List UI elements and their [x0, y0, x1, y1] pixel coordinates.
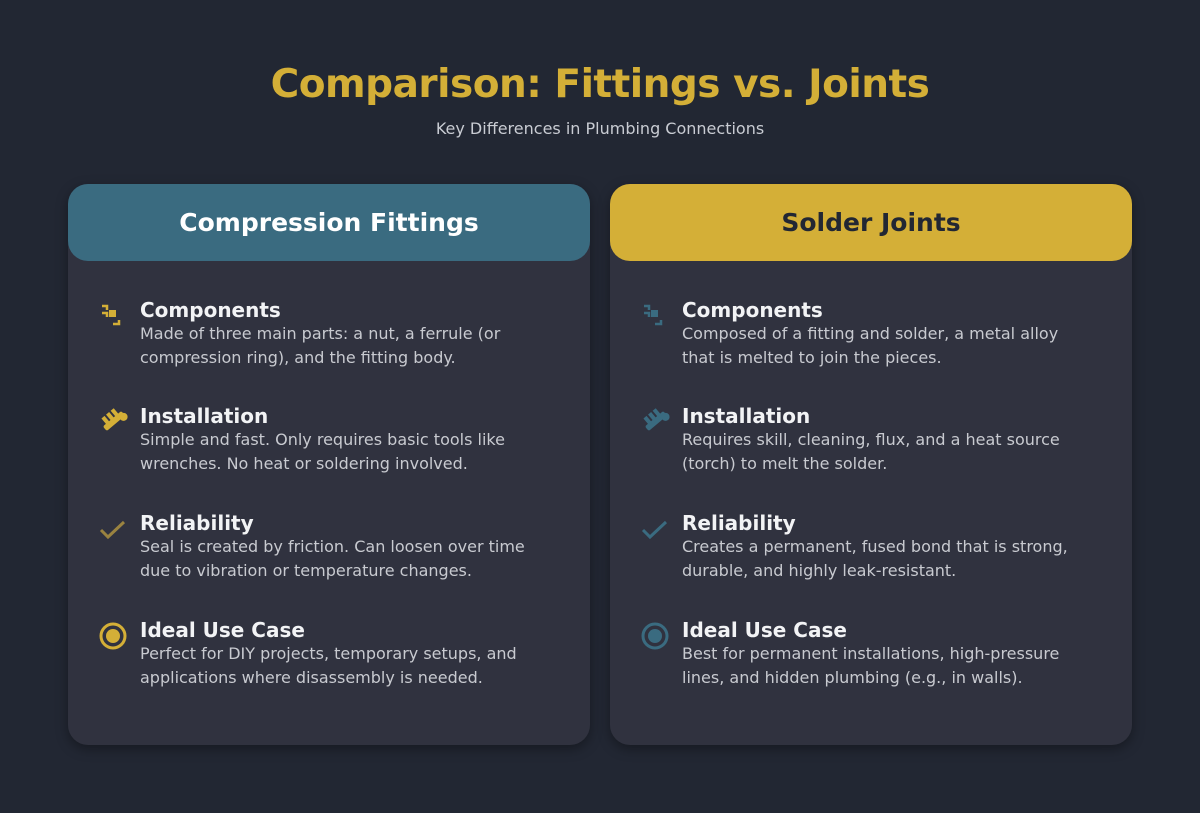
item-description: Composed of a fitting and solder, a meta…	[682, 324, 1059, 367]
card-header: Compression Fittings	[68, 184, 590, 261]
components-icon	[640, 298, 674, 328]
list-item-components: Components Composed of a fitting and sol…	[640, 298, 1112, 370]
item-title: Ideal Use Case	[140, 618, 305, 642]
card-header: Solder Joints	[610, 184, 1132, 261]
item-title: Ideal Use Case	[682, 618, 847, 642]
solder-joints-card: Solder Joints Components Composed of a f…	[610, 184, 1132, 745]
item-title: Components	[140, 298, 281, 322]
target-icon	[640, 618, 674, 650]
components-icon	[98, 298, 132, 328]
item-title: Installation	[140, 404, 269, 428]
item-title: Reliability	[682, 511, 796, 535]
item-description: Made of three main parts: a nut, a ferru…	[140, 324, 501, 367]
list-item-reliability: Reliability Creates a permanent, fused b…	[640, 511, 1112, 583]
page-title: Comparison: Fittings vs. Joints	[270, 62, 930, 107]
item-title: Reliability	[140, 511, 254, 535]
checkmark-icon	[98, 511, 132, 541]
compression-fittings-card: Compression Fittings Components Made of …	[68, 184, 590, 745]
item-title: Installation	[682, 404, 811, 428]
item-description: Seal is created by friction. Can loosen …	[140, 537, 525, 580]
item-description: Requires skill, cleaning, flux, and a he…	[682, 430, 1060, 473]
list-item-reliability: Reliability Seal is created by friction.…	[98, 511, 570, 583]
wrench-plug-icon	[98, 404, 132, 434]
wrench-plug-icon	[640, 404, 674, 434]
list-item-installation: Installation Simple and fast. Only requi…	[98, 404, 570, 476]
item-description: Perfect for DIY projects, temporary setu…	[140, 644, 517, 687]
list-item-ideal-use-case: Ideal Use Case Perfect for DIY projects,…	[98, 618, 570, 690]
list-item-ideal-use-case: Ideal Use Case Best for permanent instal…	[640, 618, 1112, 690]
checkmark-icon	[640, 511, 674, 541]
target-icon	[98, 618, 132, 650]
item-description: Best for permanent installations, high-p…	[682, 644, 1060, 687]
page-subtitle: Key Differences in Plumbing Connections	[435, 119, 765, 138]
item-description: Simple and fast. Only requires basic too…	[140, 430, 505, 473]
item-description: Creates a permanent, fused bond that is …	[682, 537, 1068, 580]
list-item-installation: Installation Requires skill, cleaning, f…	[640, 404, 1112, 476]
list-item-components: Components Made of three main parts: a n…	[98, 298, 570, 370]
item-title: Components	[682, 298, 823, 322]
